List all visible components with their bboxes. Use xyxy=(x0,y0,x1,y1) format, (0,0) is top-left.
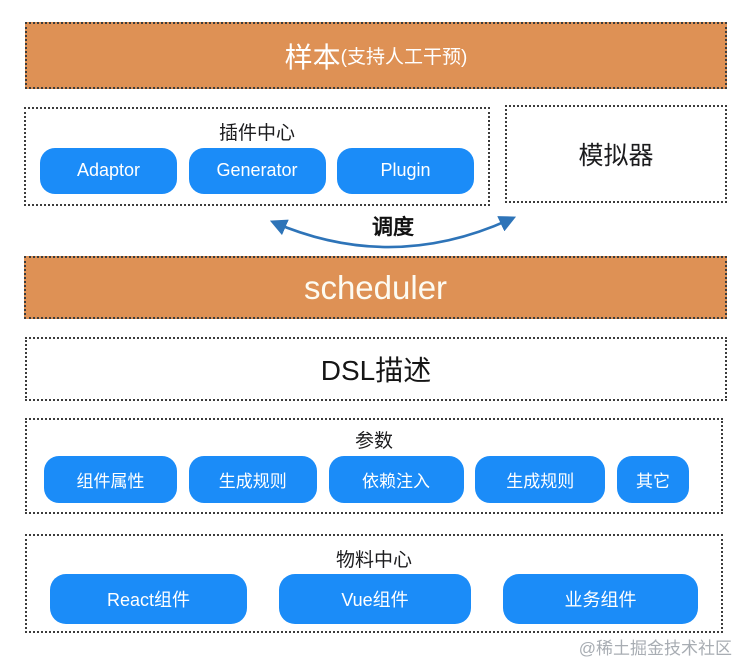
plugin-center-button-row: Adaptor Generator Plugin xyxy=(26,145,488,204)
node-business-components: 业务组件 xyxy=(503,574,698,624)
materials-title: 物料中心 xyxy=(335,550,412,571)
node-vue-components: Vue组件 xyxy=(279,574,471,624)
sample-bar-title: 样本 xyxy=(284,41,341,73)
node-component-props: 组件属性 xyxy=(44,456,177,503)
sample-bar: 样本(支持人工干预) xyxy=(25,22,727,89)
simulator-box: 模拟器 xyxy=(505,105,727,203)
params-title: 参数 xyxy=(354,431,393,452)
dsl-box: DSL描述 xyxy=(25,337,727,401)
node-adaptor: Adaptor xyxy=(40,147,177,194)
scheduler-title: scheduler xyxy=(303,268,448,306)
params-box: 参数 组件属性 生成规则 依赖注入 生成规则 其它 xyxy=(25,418,723,514)
scheduler-bar: scheduler xyxy=(24,256,727,319)
materials-box: 物料中心 React组件 Vue组件 业务组件 xyxy=(25,534,723,633)
node-react-components: React组件 xyxy=(50,574,247,624)
plugin-center-box: 插件中心 Adaptor Generator Plugin xyxy=(24,107,490,206)
node-generation-rules-2: 生成规则 xyxy=(475,456,606,503)
node-generator: Generator xyxy=(188,147,326,194)
node-dependency-injection: 依赖注入 xyxy=(328,456,464,503)
params-button-row: 组件属性 生成规则 依赖注入 生成规则 其它 xyxy=(27,453,721,513)
materials-button-row: React组件 Vue组件 业务组件 xyxy=(27,572,721,633)
node-generation-rules-1: 生成规则 xyxy=(188,456,317,503)
node-plugin: Plugin xyxy=(337,147,474,194)
sample-bar-subtitle: (支持人工干预) xyxy=(340,47,468,68)
watermark: @稀土掘金技术社区 xyxy=(578,639,732,658)
node-other: 其它 xyxy=(617,456,689,503)
simulator-title: 模拟器 xyxy=(578,142,654,170)
dispatch-label: 调度 xyxy=(372,216,414,239)
plugin-center-title: 插件中心 xyxy=(218,123,295,144)
dsl-title: DSL描述 xyxy=(320,355,432,386)
